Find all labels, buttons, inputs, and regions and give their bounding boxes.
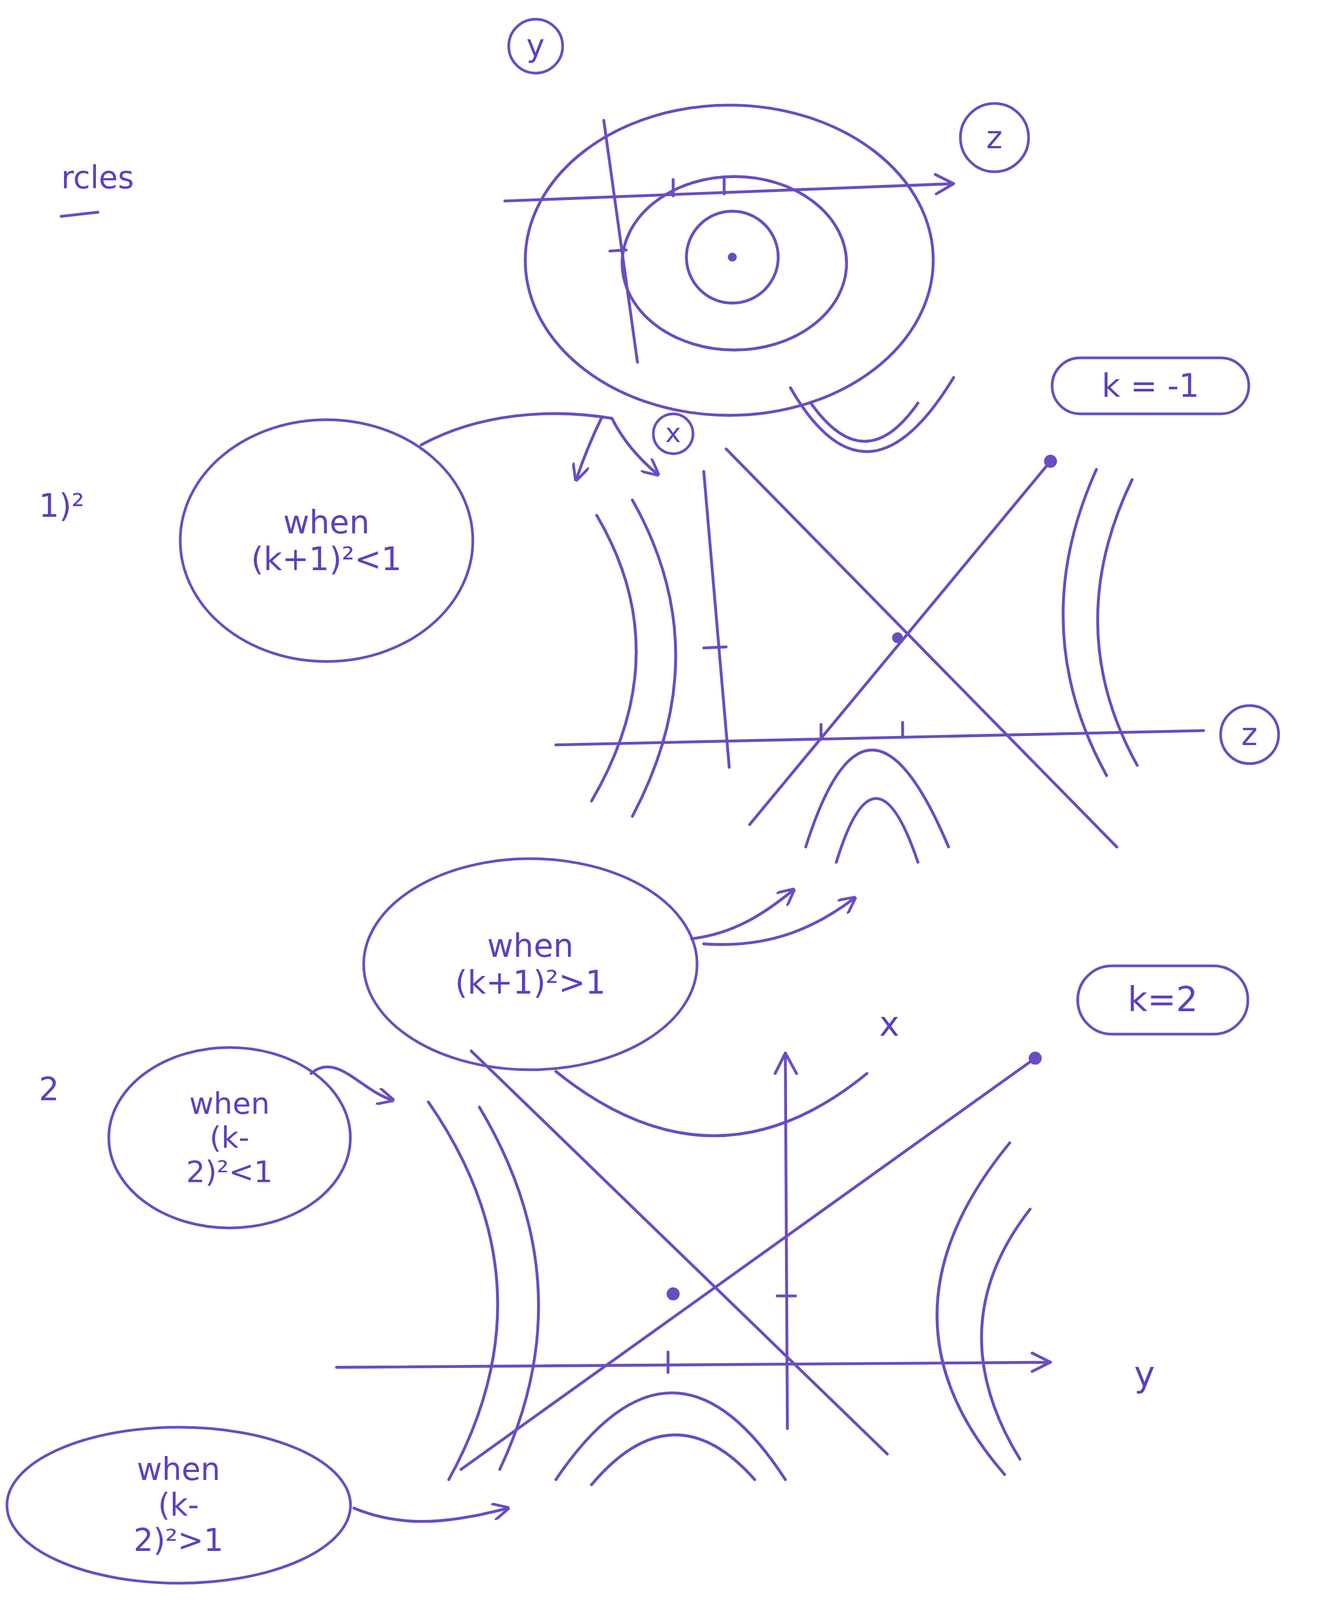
outline-shape (6, 1426, 351, 1583)
hyperbola-branch (632, 500, 676, 817)
circled-letter: x (651, 412, 695, 456)
center-dot (729, 253, 736, 260)
callout-bubble: when (k-2)²>1 (5, 1425, 352, 1585)
leader-dot (1045, 455, 1056, 467)
node-text: when (k+1)²>1 (454, 927, 606, 1001)
callout-arrow (310, 1066, 393, 1100)
outline-shape (1077, 965, 1248, 1034)
level-circle (622, 176, 847, 350)
x-axis (703, 471, 730, 768)
node-text: x (665, 418, 682, 449)
node-text: y (526, 28, 545, 64)
outline-shape (1052, 357, 1249, 414)
hyperbola-branch (555, 1071, 867, 1136)
outline-shape (180, 419, 473, 662)
callout-arrow (691, 889, 794, 939)
text-holder: y (526, 28, 545, 64)
z-axis (504, 174, 954, 202)
node-text: when (k+1)²<1 (251, 503, 403, 578)
text-holder: z (1241, 716, 1258, 753)
hyperbola-branch (1063, 469, 1108, 776)
leader-dot (1030, 1052, 1041, 1063)
asymptote (726, 448, 1118, 847)
text-holder: k=2 (1127, 980, 1198, 1020)
text-holder: when (k+1)²>1 (454, 927, 606, 1001)
circled-letter: z (1219, 703, 1281, 766)
outline-shape (653, 413, 694, 454)
text-holder: when (k-2)²>1 (133, 1451, 224, 1559)
z-axis (555, 730, 1204, 745)
text-holder: x (665, 418, 682, 449)
text-holder: when (k-2)²<1 (186, 1086, 273, 1190)
node-text: k=2 (1127, 980, 1198, 1020)
value-tag: k = -1 (1050, 356, 1251, 416)
hyperbola-branch (836, 798, 918, 863)
asymptote (749, 461, 1051, 825)
outline-shape (960, 103, 1029, 172)
hyperbola-branch (591, 515, 637, 801)
level-circle (525, 105, 934, 416)
axis-label: y (1134, 1354, 1156, 1394)
asymptote (461, 1057, 1036, 1470)
callout-bubble: when (k+1)²<1 (178, 418, 475, 663)
text-holder: z (986, 119, 1003, 156)
callout-bubble: when (k-2)²<1 (107, 1045, 352, 1230)
heading-underline (61, 212, 99, 217)
axis-label: x (879, 1005, 900, 1043)
axis-ticks (703, 646, 903, 739)
circled-letter: z (958, 101, 1031, 174)
hyperbola-branch (591, 1434, 755, 1485)
outline-shape (1220, 705, 1279, 764)
heading-fragment: rcles (61, 161, 134, 196)
hyperbola-branch (981, 1208, 1031, 1459)
node-text: k = -1 (1101, 367, 1200, 405)
value-tag: k=2 (1076, 964, 1250, 1036)
text-holder: k = -1 (1101, 367, 1200, 405)
callout-arrow (576, 417, 603, 480)
outline-shape (363, 858, 697, 1070)
callout-arrow (421, 413, 613, 446)
outline-shape (508, 19, 563, 74)
node-text: z (1241, 716, 1258, 753)
callout-bubble: when (k+1)²>1 (362, 856, 699, 1072)
center-dot (893, 633, 902, 642)
y-axis (603, 120, 638, 363)
formula-fragment: 2 (38, 1071, 60, 1107)
level-circle (686, 211, 779, 303)
hyperbola-branch (1097, 479, 1137, 766)
circled-letter: y (507, 17, 565, 75)
hyperbola-branch (428, 1101, 498, 1480)
hyperbola-branch (479, 1107, 539, 1470)
text-holder: when (k+1)²<1 (251, 503, 403, 578)
outline-shape (108, 1047, 351, 1228)
formula-fragment: 1)² (38, 487, 85, 524)
hyperbola-branch (790, 377, 954, 452)
callout-arrow (612, 418, 659, 475)
node-text: when (k-2)²<1 (186, 1086, 273, 1190)
center-dot (668, 1288, 679, 1299)
node-text: z (986, 119, 1003, 156)
node-text: when (k-2)²>1 (133, 1451, 224, 1559)
callout-arrow (354, 1508, 509, 1522)
callout-arrow (703, 897, 855, 945)
hyperbola-branch (936, 1142, 1010, 1475)
